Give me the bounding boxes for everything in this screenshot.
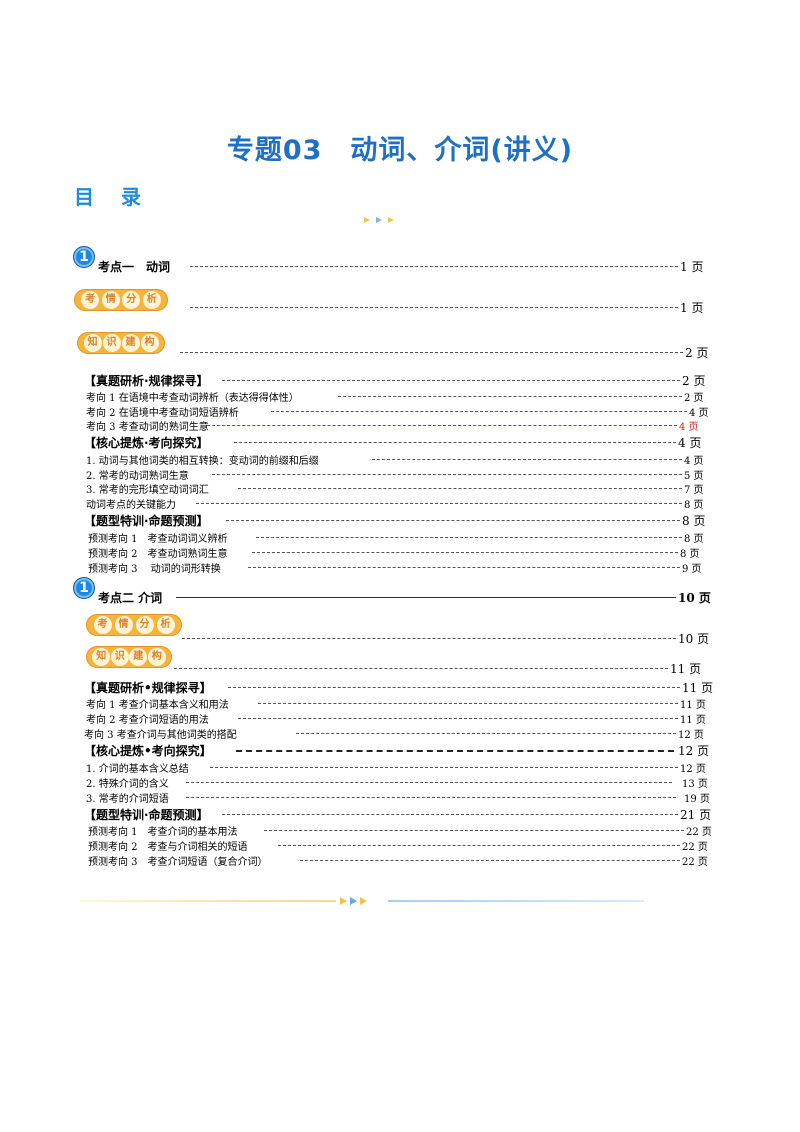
toc-group-header[interactable]: 【真题研析·规律探寻】 2 页 (84, 374, 706, 388)
bottom-divider-left (80, 900, 336, 902)
toc-entry-structure-1[interactable]: 2 页 (0, 344, 800, 360)
toc-item[interactable]: 动词考点的关键能力 8 页 (86, 500, 704, 511)
toc-entry-section1[interactable]: 考点一 动词 1 页 (0, 258, 800, 274)
divider-arrows-icon (340, 897, 367, 905)
toc-item[interactable]: 2. 常考的动词熟词生意 5 页 (86, 471, 704, 482)
section-number-badge: 1 (73, 577, 95, 599)
toc-entry-section2[interactable]: 考点二 介词 10 页 (98, 591, 711, 605)
toc-item[interactable]: 3. 常考的完形填空动词词汇 7 页 (86, 485, 704, 496)
toc-item[interactable]: 3. 常考的介词短语 19 页 (86, 794, 710, 805)
bottom-divider-right (388, 900, 644, 902)
divider-arrows-icon (364, 217, 394, 223)
entry-page: 1 页 (680, 301, 704, 315)
toc-group-header[interactable]: 【题型特训·命题预测】 21 页 (84, 808, 712, 822)
toc-item[interactable]: 预测考向 1 考查动词词义辨析 8 页 (88, 534, 704, 545)
toc-item[interactable]: 预测考向 1 考查介词的基本用法 22 页 (88, 827, 712, 838)
entry-page: 1 页 (680, 260, 704, 274)
toc-heading: 目 录 (74, 185, 151, 209)
toc-item[interactable]: 考向 3 考查介词与其他词类的搭配 12 页 (84, 730, 704, 741)
toc-group-header[interactable]: 【题型特训·命题预测】 8 页 (84, 514, 706, 528)
toc-entry-structure-2[interactable]: 11 页 (0, 660, 800, 676)
toc-item[interactable]: 预测考向 3 考查介词短语（复合介词） 22 页 (88, 857, 708, 868)
toc-item[interactable]: 考向 2 考查介词短语的用法 11 页 (86, 715, 706, 726)
toc-entry-analysis-2[interactable]: 10 页 (0, 630, 800, 646)
zhishi-jiangou-badge: 知识建构 (77, 332, 165, 354)
toc-item[interactable]: 2. 特殊介词的含义 13 页 (86, 779, 708, 790)
entry-page: 2 页 (685, 346, 709, 360)
toc-item[interactable]: 1. 动词与其他词类的相互转换：变动词的前缀和后缀 4 页 (86, 456, 704, 467)
toc-item[interactable]: 预测考向 3 动词的词形转换 9 页 (88, 564, 702, 575)
toc-item[interactable]: 考向 1 在语境中考查动词辨析（表达得得体性） 2 页 (86, 393, 704, 404)
kaoqing-fenxi-badge: 考情分析 (86, 614, 182, 636)
leader-dots (190, 266, 678, 267)
toc-item[interactable]: 预测考向 2 考查动词熟词生意 8 页 (88, 549, 700, 560)
kaoqing-fenxi-badge: 考情分析 (74, 289, 168, 311)
page-title: 专题03 动词、介词(讲义) (226, 135, 574, 166)
leader-dots (190, 307, 678, 308)
toc-entry-analysis-1[interactable]: 1 页 (0, 299, 800, 315)
zhishi-jiangou-badge: 知识建构 (86, 646, 172, 668)
toc-item[interactable]: 考向 2 在语境中考查动词短语辨析 4 页 (86, 408, 709, 419)
leader-dots (180, 352, 683, 353)
toc-item[interactable]: 预测考向 2 考查与介词相关的短语 22 页 (88, 842, 708, 853)
entry-label: 考点一 动词 (98, 260, 171, 274)
toc-item[interactable]: 考向 3 考查动词的熟词生意 4 页 (86, 422, 699, 433)
toc-group-header[interactable]: 【核心提炼•考向探究】 12 页 (84, 744, 710, 758)
toc-group-header[interactable]: 【核心提炼·考向探究】 4 页 (84, 436, 702, 450)
toc-item[interactable]: 考向 1 考查介词基本含义和用法 11 页 (86, 700, 706, 711)
toc-group-header[interactable]: 【真题研析•规律探寻】 11 页 (84, 681, 714, 695)
toc-item[interactable]: 1. 介词的基本含义总结 12 页 (86, 764, 706, 775)
section-number-badge: 1 (73, 246, 95, 268)
